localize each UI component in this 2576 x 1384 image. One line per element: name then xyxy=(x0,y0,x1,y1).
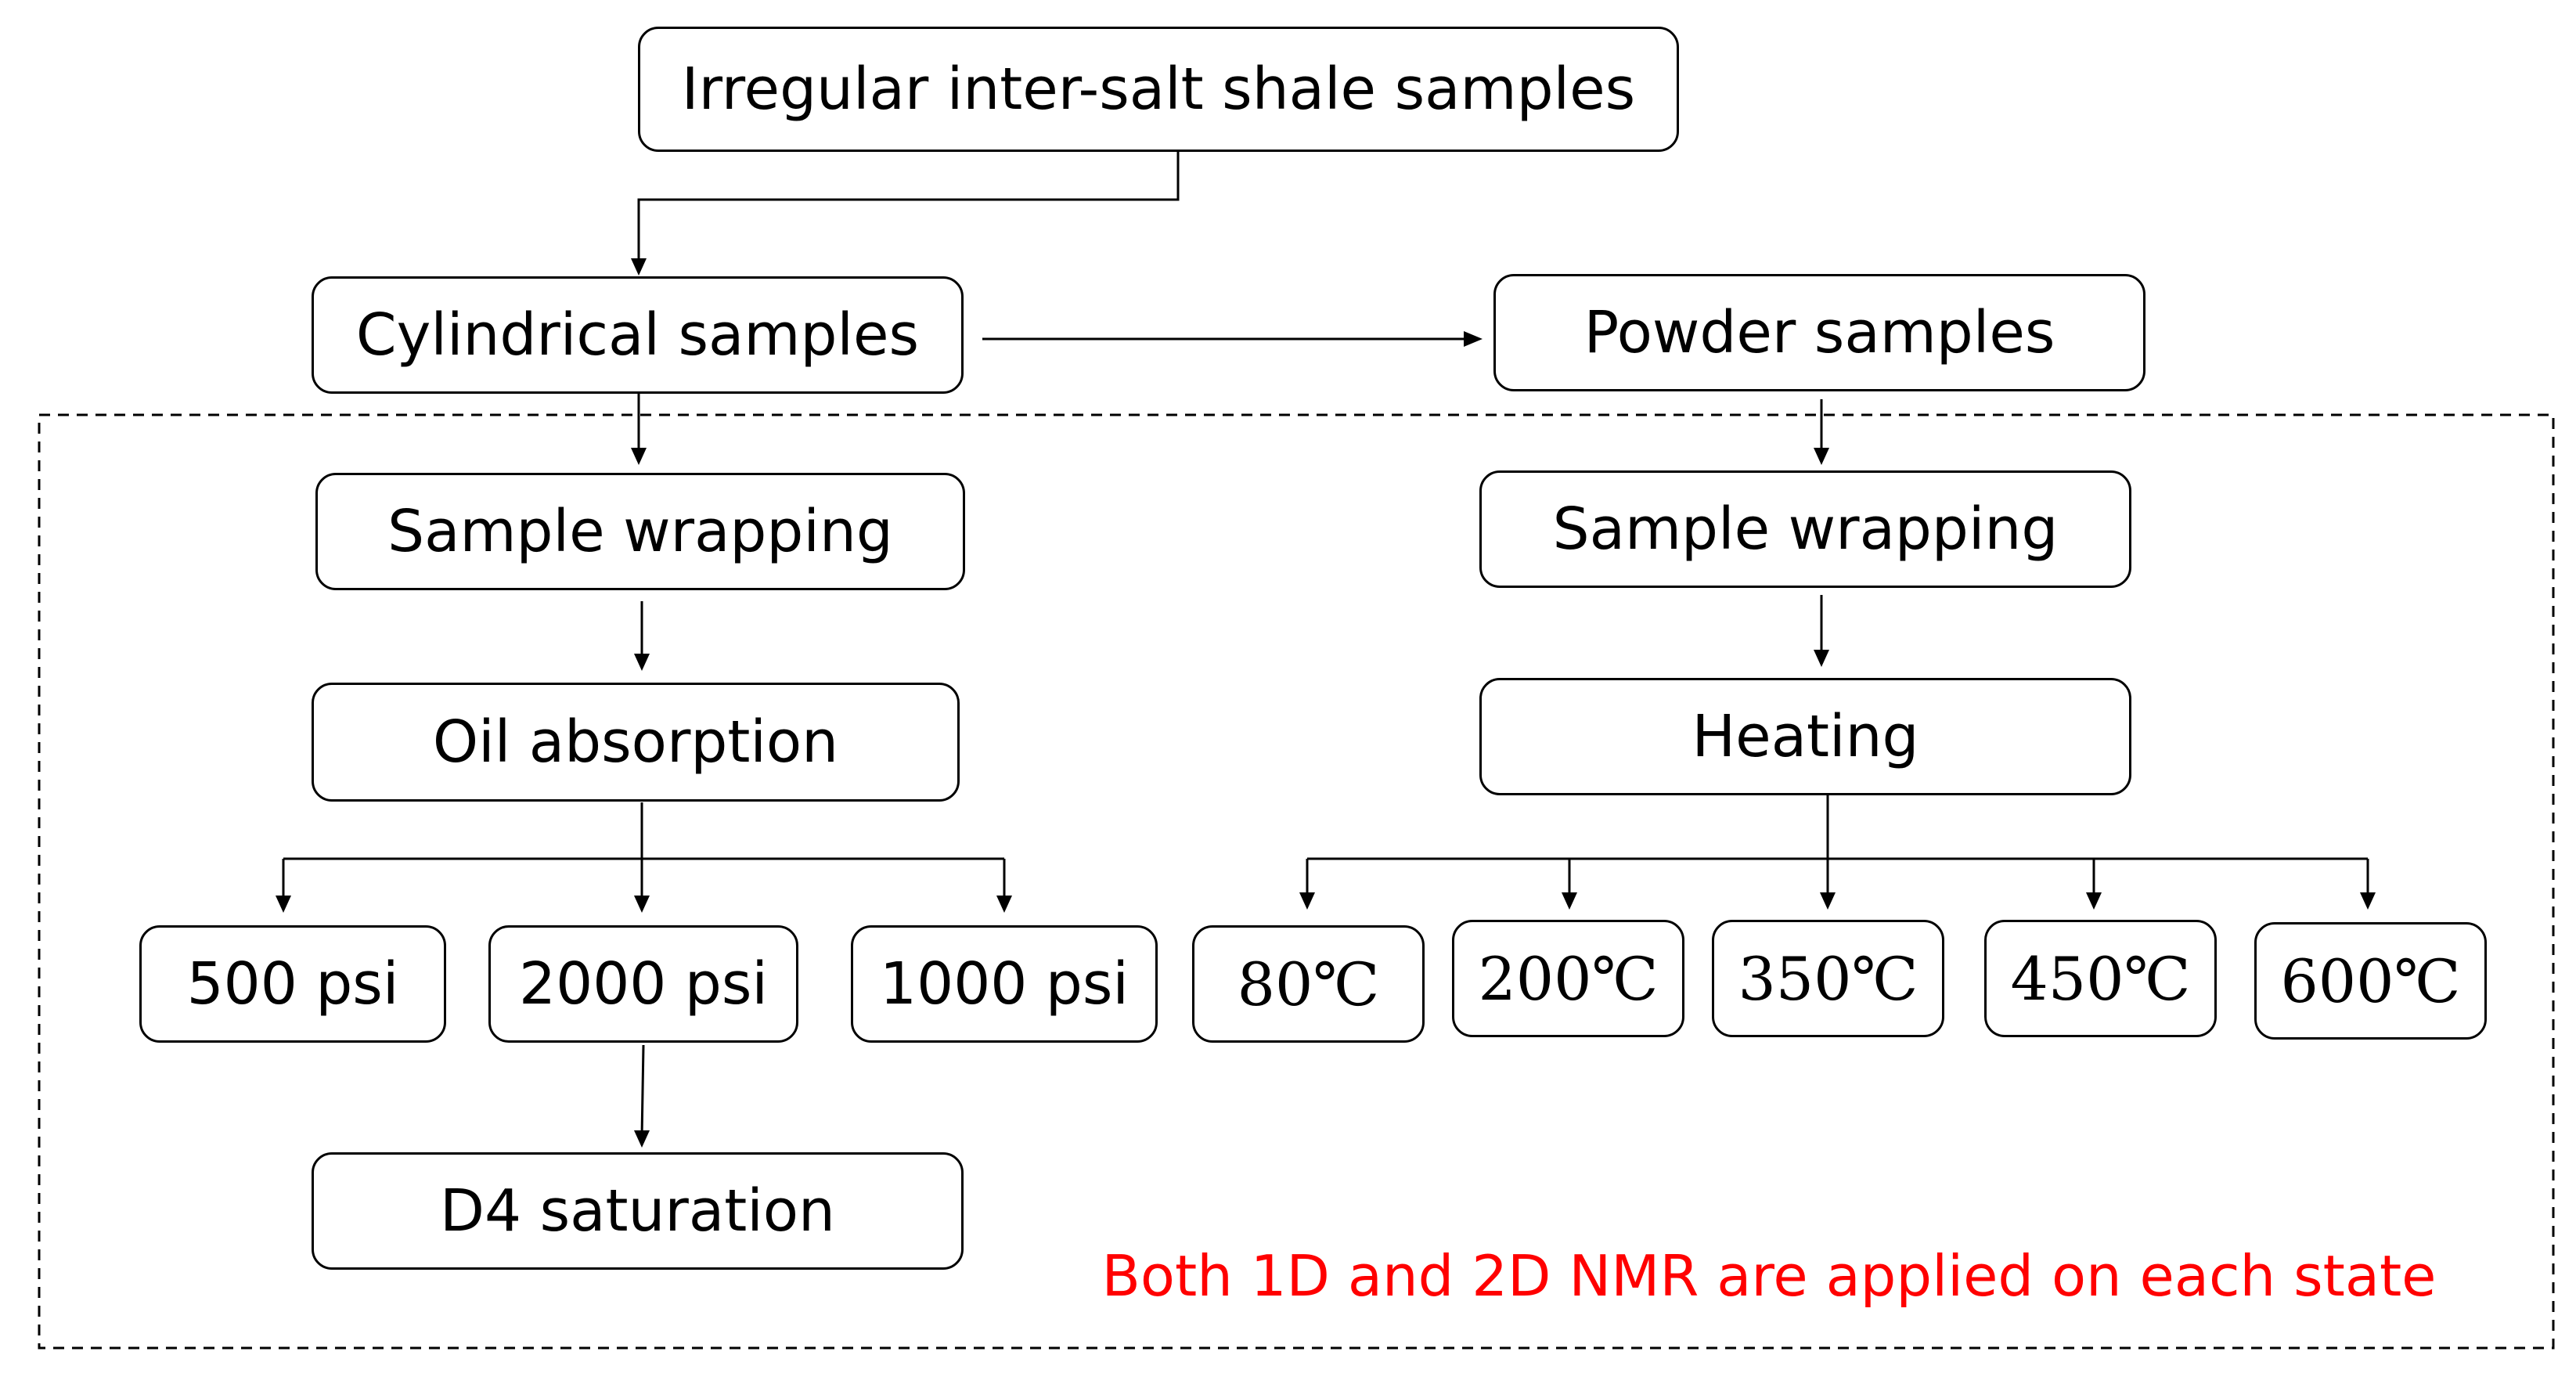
node-sample-wrapping-right: Sample wrapping xyxy=(1479,470,2131,588)
arrow-2000-to-d4 xyxy=(640,1044,645,1138)
node-d4-saturation: D4 saturation xyxy=(312,1152,964,1270)
node-sample-wrapping-left: Sample wrapping xyxy=(315,473,965,590)
node-500-psi: 500 psi xyxy=(139,925,446,1043)
node-irregular-samples: Irregular inter-salt shale samples xyxy=(638,27,1679,152)
node-powder-samples: Powder samples xyxy=(1493,274,2145,391)
node-heating: Heating xyxy=(1479,678,2131,795)
node-80c: 80℃ xyxy=(1192,925,1425,1043)
node-2000-psi: 2000 psi xyxy=(488,925,798,1043)
node-oil-absorption: Oil absorption xyxy=(312,683,960,802)
node-450c: 450℃ xyxy=(1984,920,2217,1037)
node-cylindrical-samples: Cylindrical samples xyxy=(312,276,964,394)
dashed-region xyxy=(38,413,2555,1350)
nmr-note: Both 1D and 2D NMR are applied on each s… xyxy=(1101,1243,2437,1309)
node-1000-psi: 1000 psi xyxy=(851,925,1158,1043)
node-600c: 600℃ xyxy=(2254,922,2487,1040)
node-200c: 200℃ xyxy=(1452,920,1684,1037)
arrow-irregular-to-cylindrical xyxy=(637,150,1180,272)
node-350c: 350℃ xyxy=(1712,920,1944,1037)
